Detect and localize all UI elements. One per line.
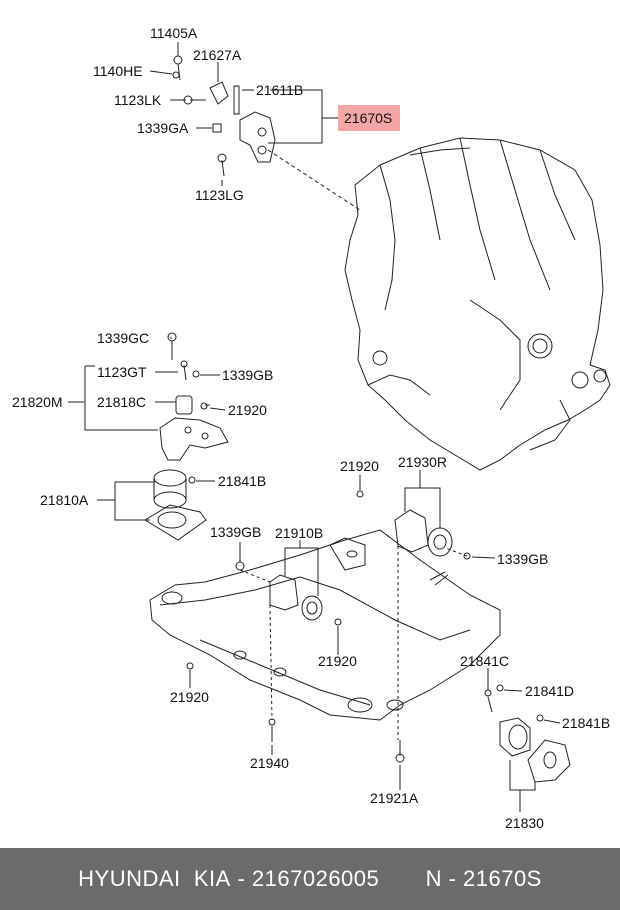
label-11405A: 11405A [150, 25, 198, 41]
label-21920-top: 21920 [228, 402, 267, 418]
footer-gap [379, 866, 425, 892]
label-21611B: 21611B [256, 82, 303, 98]
footer-part-number: 2167026005 [251, 866, 380, 891]
label-21820M: 21820M [12, 394, 63, 410]
label-21921A: 21921A [370, 790, 419, 806]
label-21841D: 21841D [525, 683, 574, 699]
label-1339GC: 1339GC [97, 330, 149, 346]
label-1140HE: 1140HE [93, 63, 143, 79]
engine-mount-bracket-drawing [172, 55, 276, 177]
label-21920-left: 21920 [170, 689, 209, 705]
label-21810A: 21810A [40, 492, 89, 508]
label-1123GT: 1123GT [97, 364, 147, 380]
label-1339GA: 1339GA [137, 120, 189, 136]
exploded-parts-diagram: 11405A 1140HE 21627A 1123LK 21611B 21670… [12, 25, 611, 831]
label-21841C: 21841C [460, 653, 509, 669]
subframe-drawing [149, 529, 501, 763]
label-21910B: 21910B [275, 525, 323, 541]
engine-block-drawing [344, 137, 611, 471]
leader-lines [68, 42, 561, 812]
label-1339GB-left: 1339GB [210, 524, 261, 540]
label-21920-mid: 21920 [340, 458, 379, 474]
highlighted-part-box [338, 105, 400, 131]
label-21670S: 21670S [344, 110, 392, 126]
label-1339GB-top: 1339GB [222, 367, 273, 383]
part-labels: 11405A 1140HE 21627A 1123LK 21611B 21670… [12, 25, 610, 831]
label-21930R: 21930R [398, 454, 447, 470]
part-number-footer: HYUNDAI KIA - 2167026005 N - 21670S [0, 848, 620, 910]
label-21920-low: 21920 [318, 653, 357, 669]
label-21627A: 21627A [193, 47, 242, 63]
label-21818C: 21818C [97, 394, 146, 410]
label-1123LG: 1123LG [195, 187, 244, 203]
footer-reference: N - 21670S [425, 866, 542, 891]
footer-brand: HYUNDAI KIA [78, 866, 231, 891]
rear-mount-drawing [484, 684, 571, 783]
label-1339GB-mid: 1339GB [497, 551, 548, 567]
mid-mount-drawing [235, 490, 471, 626]
label-21940: 21940 [250, 755, 289, 771]
label-1123LK: 1123LK [114, 92, 162, 108]
left-mount-drawing [144, 332, 229, 541]
label-21830: 21830 [505, 815, 544, 831]
label-21841B-top: 21841B [218, 473, 266, 489]
label-21841B-low: 21841B [562, 715, 610, 731]
footer-separator-1: - [230, 866, 252, 891]
